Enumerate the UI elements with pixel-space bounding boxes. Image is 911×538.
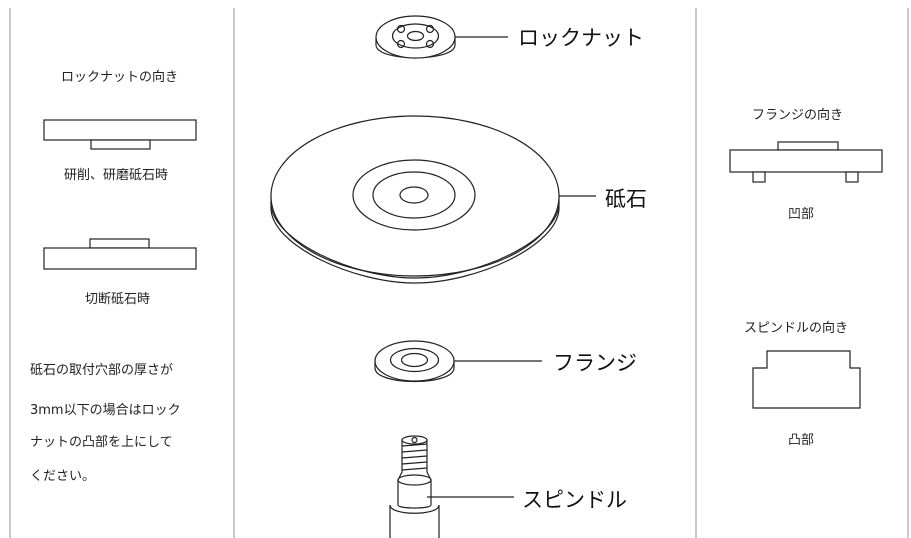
spindle-protrusion-caption: 凸部 xyxy=(788,433,815,448)
flange-orientation-title: フランジの向き xyxy=(752,108,844,123)
locknut-grinding-orientation-diagram xyxy=(43,119,197,150)
flange-recess-caption: 凹部 xyxy=(788,207,815,222)
note-line-4: ください。 xyxy=(30,469,96,484)
left-panel xyxy=(9,8,235,538)
spindle-illustration xyxy=(389,435,440,538)
locknut-illustration xyxy=(375,15,456,59)
note-line-1: 砥石の取付穴部の厚さが xyxy=(30,363,174,378)
flange-illustration xyxy=(374,340,455,382)
note-line-3: ナットの凸部を上にして xyxy=(30,435,173,450)
locknut-orientation-title: ロックナットの向き xyxy=(61,70,179,85)
flange-label: フランジ xyxy=(553,351,637,375)
locknut-cutting-orientation-diagram xyxy=(43,238,197,270)
grinding-wheel-illustration xyxy=(270,115,560,284)
grinding-wheel-label: 砥石 xyxy=(605,187,647,211)
flange-orientation-diagram xyxy=(729,141,883,183)
cutting-wheel-caption: 切断砥石時 xyxy=(85,292,151,307)
locknut-label: ロックナット xyxy=(518,26,644,50)
spindle-label: スピンドル xyxy=(522,488,627,512)
spindle-orientation-diagram xyxy=(752,350,861,409)
right-panel xyxy=(695,8,909,538)
spindle-orientation-title: スピンドルの向き xyxy=(744,321,849,336)
grinding-wheel-caption: 研削、研磨砥石時 xyxy=(64,168,169,183)
note-line-2: 3mm以下の場合はロック xyxy=(30,403,181,418)
